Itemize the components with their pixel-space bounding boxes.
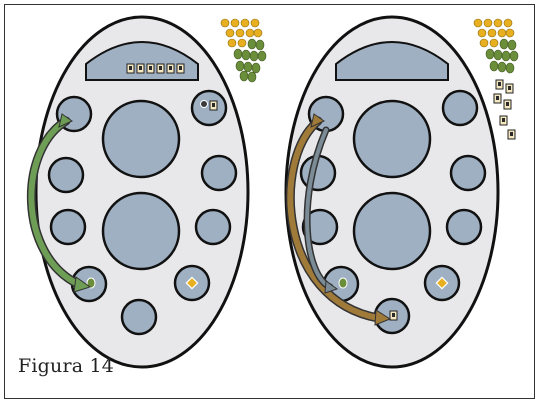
pit: [49, 158, 83, 192]
pit: [447, 210, 481, 244]
pit: [443, 91, 477, 125]
right-board: [286, 17, 498, 367]
seed-cluster-icon: [221, 19, 266, 82]
figure-caption: Figura 14: [18, 355, 114, 377]
pit: [51, 210, 85, 244]
pit: [192, 91, 226, 125]
pit: [202, 156, 236, 190]
large-pit-top: [103, 101, 179, 177]
large-pit-top: [354, 101, 430, 177]
stone-icon: [494, 80, 515, 139]
pit: [122, 300, 156, 334]
large-pit-bottom: [354, 193, 430, 269]
large-pit-bottom: [103, 193, 179, 269]
pit: [451, 156, 485, 190]
stone-icon: [339, 278, 347, 288]
pit: [196, 210, 230, 244]
left-board: [31, 17, 248, 367]
stone-icon: [390, 311, 397, 320]
